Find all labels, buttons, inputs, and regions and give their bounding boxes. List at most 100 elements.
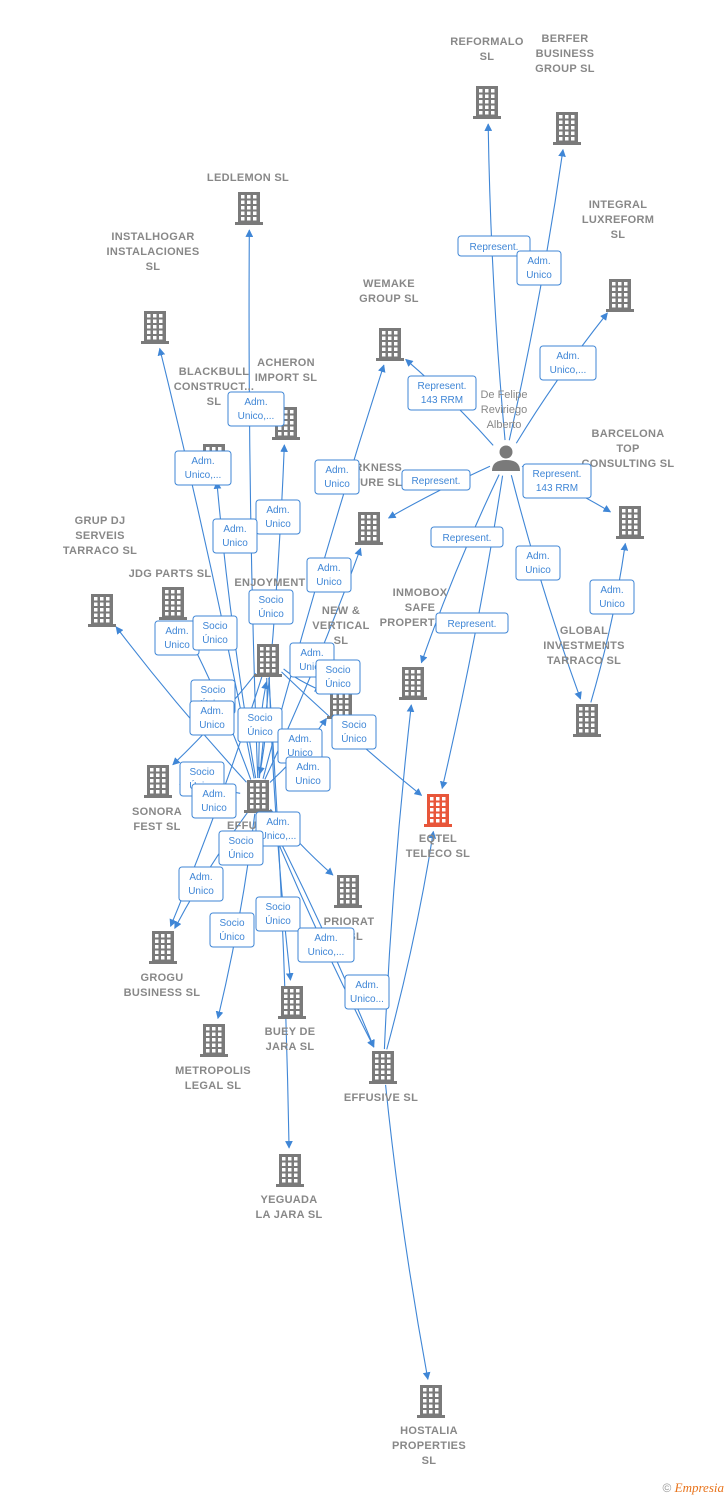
inmobox-building-icon[interactable] <box>399 667 427 700</box>
edge-label-text: Adm. <box>266 817 289 828</box>
sonora-building-icon[interactable] <box>144 765 172 798</box>
edge-label-0[interactable]: Represent. <box>457 235 531 257</box>
edge-label-11[interactable]: Adm.Unico,... <box>174 450 232 486</box>
node-label: JDG PARTS SL <box>129 568 212 580</box>
reformalo-building-icon[interactable] <box>473 86 501 119</box>
priorat-building-icon[interactable] <box>334 875 362 908</box>
eqtel-building-icon[interactable] <box>424 794 452 827</box>
effusive-building-icon[interactable] <box>369 1051 397 1084</box>
edge-label-26[interactable]: Adm.Unico <box>285 756 331 792</box>
hostalia-building-icon[interactable] <box>417 1385 445 1418</box>
edge-label-25[interactable]: Adm.Unico <box>277 728 323 764</box>
integral-building-icon[interactable] <box>606 279 634 312</box>
darkness-building-icon[interactable] <box>355 512 383 545</box>
edge-label-text: Adm. <box>244 397 267 408</box>
edge-label-35[interactable]: Adm.Unico... <box>344 974 390 1010</box>
node-label: SL <box>611 229 626 241</box>
edge-label-15[interactable]: Adm.Unico <box>306 557 352 593</box>
node-label: GROUP SL <box>535 63 595 75</box>
wemake-building-icon[interactable] <box>376 328 404 361</box>
edge-label-10[interactable]: Adm.Unico,... <box>227 391 285 427</box>
metropolis-building-icon[interactable] <box>200 1024 228 1057</box>
global-building-icon[interactable] <box>573 704 601 737</box>
edge-label-3[interactable]: Represent.143 RRM <box>407 375 477 411</box>
edge-label-4[interactable]: Represent. <box>401 469 471 491</box>
edge-label-23[interactable]: Adm.Unico <box>189 700 235 736</box>
edge-label-13[interactable]: Adm.Unico <box>255 499 301 535</box>
edge-label-6[interactable]: Represent. <box>430 526 504 548</box>
edge-label-34[interactable]: Adm.Unico,... <box>297 927 355 963</box>
node-label: LUXREFORM <box>582 214 654 226</box>
edge-label-box <box>401 469 471 491</box>
node-effusive[interactable]: EFFUSIVE SL <box>344 1051 418 1104</box>
person-icon[interactable] <box>492 445 520 472</box>
edge-label-5[interactable]: Represent.143 RRM <box>522 463 592 499</box>
edge-label-2[interactable]: Adm.Unico,... <box>539 345 597 381</box>
edge-label-text: Socio <box>202 621 227 632</box>
node-label: SL <box>480 51 495 63</box>
node-label: TOP <box>616 443 639 455</box>
yeguada-building-icon[interactable] <box>276 1154 304 1187</box>
node-label: SONORA <box>132 806 182 818</box>
jdg-building-icon[interactable] <box>159 587 187 620</box>
node-label: ACHERON <box>257 357 315 369</box>
ledlemon-building-icon[interactable] <box>235 192 263 225</box>
node-ledlemon[interactable]: LEDLEMON SL <box>207 172 289 225</box>
edge-label-16[interactable]: Adm.Unico <box>154 620 200 656</box>
grogu-building-icon[interactable] <box>149 931 177 964</box>
edge-label-31[interactable]: Adm.Unico <box>178 866 224 902</box>
edge-label-text: Socio <box>258 595 283 606</box>
edge-label-text: Adm. <box>223 524 246 535</box>
edge-label-14[interactable]: Adm.Unico <box>212 518 258 554</box>
edge-label-12[interactable]: Adm.Unico <box>314 459 360 495</box>
node-jdg[interactable]: JDG PARTS SL <box>129 568 212 620</box>
edge-label-1[interactable]: Adm.Unico <box>516 250 562 286</box>
effu-building-icon[interactable] <box>244 780 272 813</box>
edge-label-8[interactable]: Adm.Unico <box>515 545 561 581</box>
edge-label-box <box>189 700 235 736</box>
berfer-building-icon[interactable] <box>553 112 581 145</box>
node-enjoyment[interactable]: ENJOYMENTSL <box>234 577 305 677</box>
node-label: EFFUSIVE SL <box>344 1092 418 1104</box>
edge-label-28[interactable]: Adm.Unico <box>191 783 237 819</box>
edge-defelipe-to-inmobox <box>420 474 500 664</box>
edge-label-7[interactable]: Represent. <box>435 612 509 634</box>
barcelona-building-icon[interactable] <box>616 506 644 539</box>
instalhogar-building-icon[interactable] <box>141 311 169 344</box>
edge-label-29[interactable]: Adm.Unico,... <box>255 811 301 847</box>
node-label: METROPOLIS <box>175 1065 251 1077</box>
edge-label-text: 143 RRM <box>536 483 578 494</box>
edge-label-text: Unico <box>324 479 350 490</box>
node-label: BERFER <box>541 33 588 45</box>
edge-label-9[interactable]: Adm.Unico <box>589 579 635 615</box>
footer-brand[interactable]: © Empresia <box>662 1480 724 1496</box>
buey-building-icon[interactable] <box>278 986 306 1019</box>
enjoyment-building-icon[interactable] <box>254 644 282 677</box>
grupdj-building-icon[interactable] <box>88 594 116 627</box>
